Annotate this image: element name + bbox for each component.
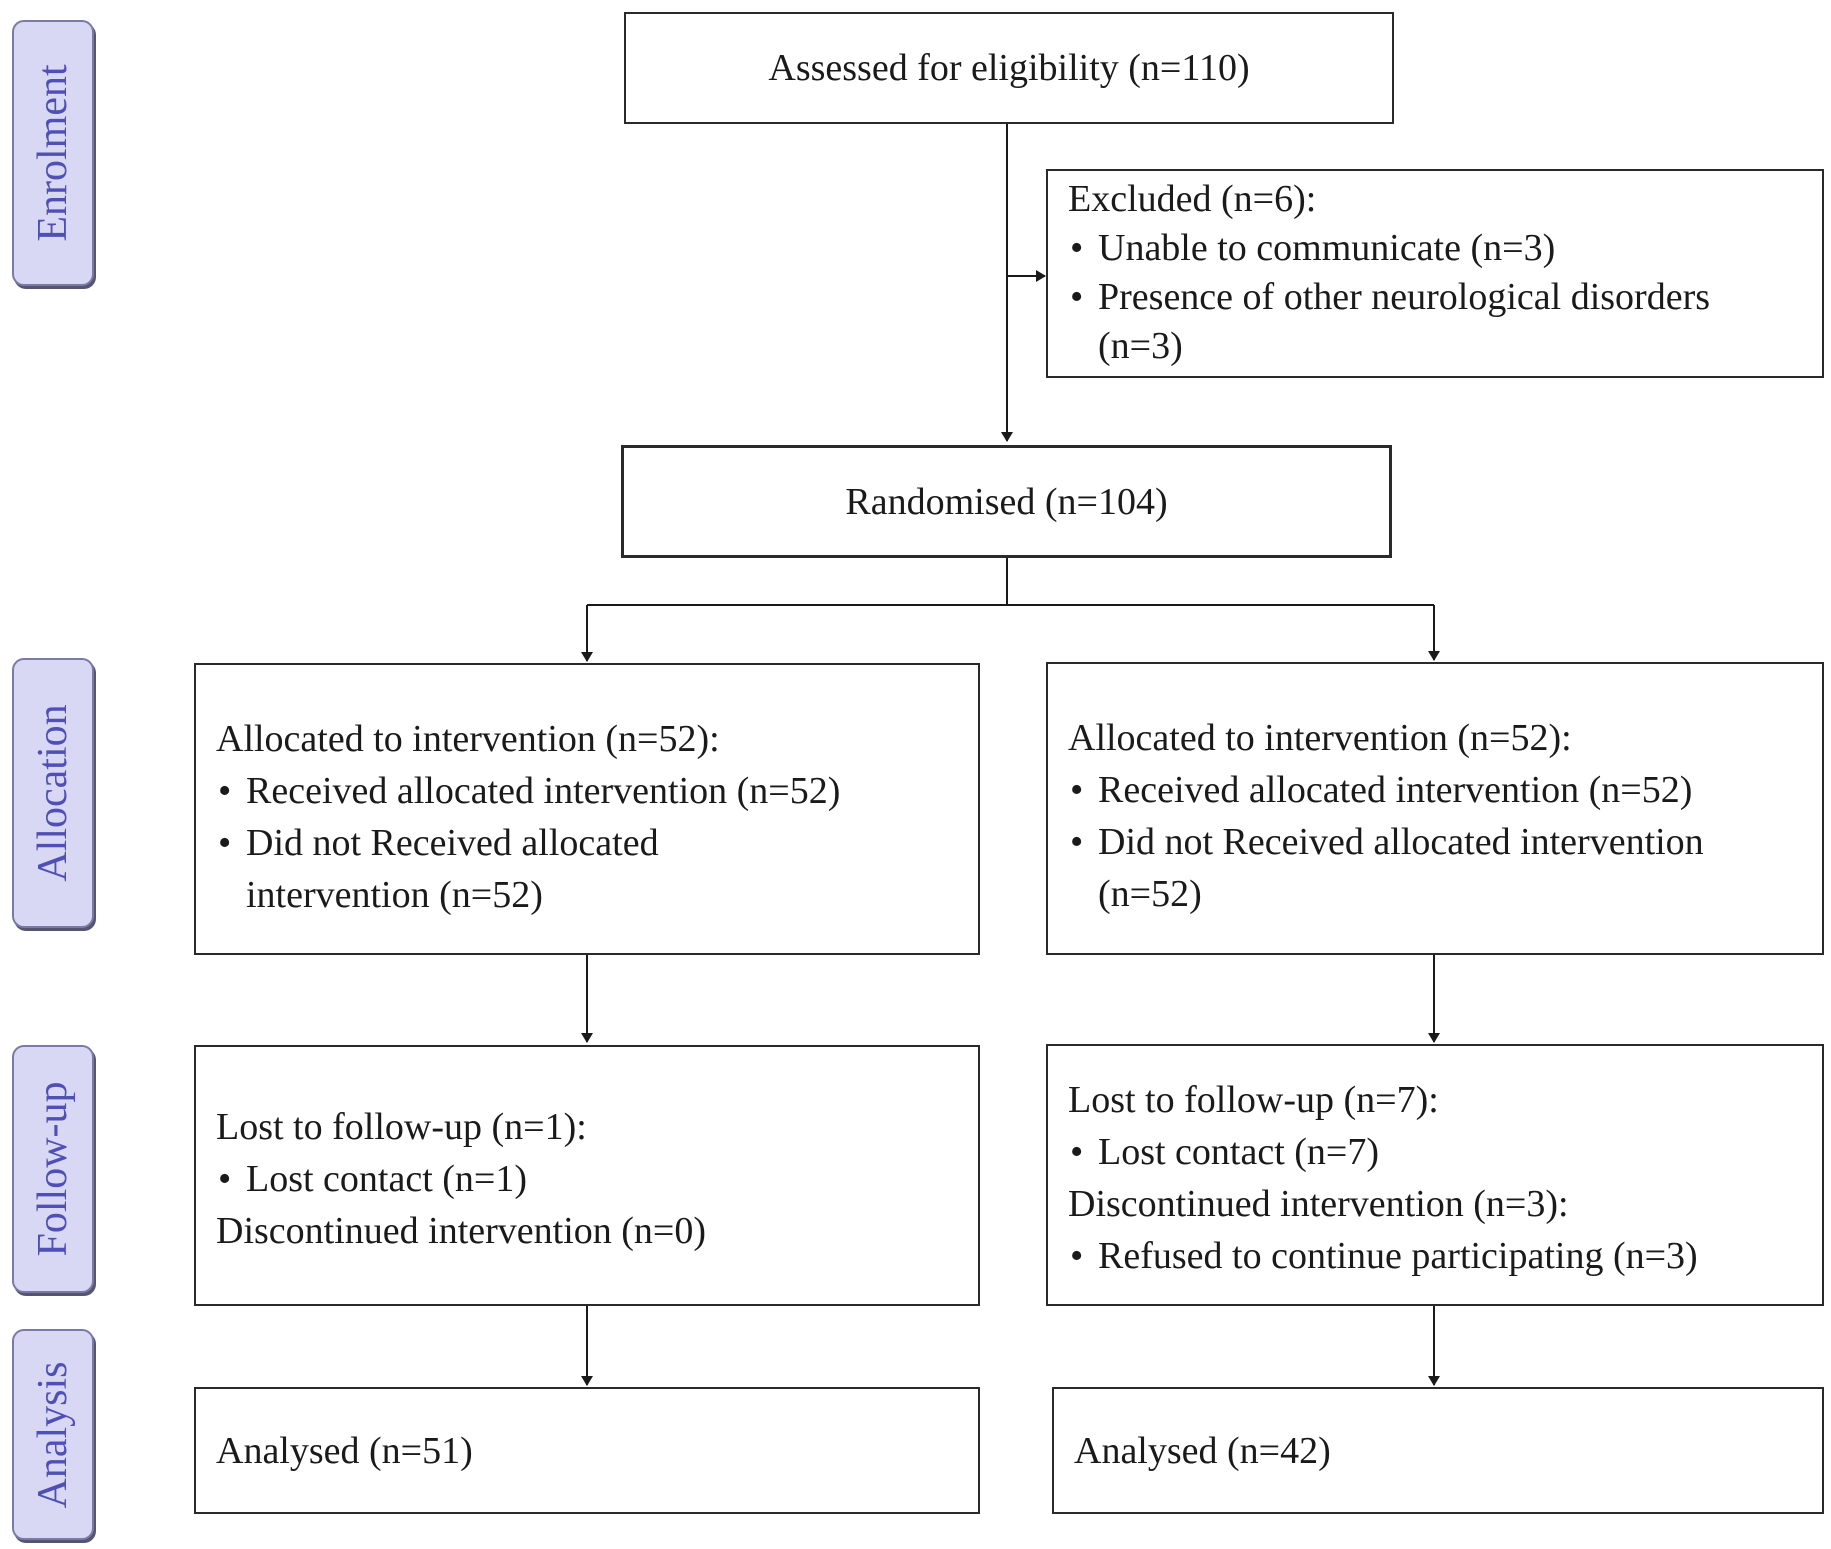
stage-tab-enrolment: Enrolment (12, 20, 94, 286)
analysis-left-box: Analysed (n=51) (194, 1387, 980, 1514)
analysis-left-text: Analysed (n=51) (216, 1429, 473, 1472)
follow-up-left-lost-heading: Lost to follow-up (n=1): (216, 1106, 587, 1148)
allocation-right-heading: Allocated to intervention (n=52): (1068, 717, 1572, 759)
follow-up-left-lost-item: Lost contact (n=1) (216, 1153, 958, 1205)
follow-up-right-discontinued-heading: Discontinued intervention (n=3): (1068, 1183, 1569, 1225)
allocation-left-heading: Allocated to intervention (n=52): (216, 718, 720, 760)
allocation-left-item: Received allocated intervention (n=52) (216, 765, 958, 817)
follow-up-right-discontinued-item: Refused to continue participating (n=3) (1068, 1230, 1802, 1282)
excluded-item: Unable to communicate (n=3) (1068, 224, 1802, 273)
stage-tab-allocation: Allocation (12, 658, 94, 928)
follow-up-left-box: Lost to follow-up (n=1): Lost contact (n… (194, 1045, 980, 1306)
allocation-right-item: Received allocated intervention (n=52) (1068, 764, 1802, 816)
excluded-box: Excluded (n=6): Unable to communicate (n… (1046, 169, 1824, 378)
allocation-right-item: Did not Received allocated intervention … (1068, 816, 1802, 920)
excluded-item: Presence of other neurological disorders… (1068, 273, 1802, 371)
analysis-right-text: Analysed (n=42) (1074, 1429, 1331, 1472)
stage-tab-analysis: Analysis (12, 1329, 94, 1540)
assessed-box: Assessed for eligibility (n=110) (624, 12, 1394, 124)
stage-tab-follow-up: Follow-up (12, 1045, 94, 1293)
randomised-box: Randomised (n=104) (621, 445, 1392, 558)
analysis-right-box: Analysed (n=42) (1052, 1387, 1824, 1514)
allocation-right-box: Allocated to intervention (n=52): Receiv… (1046, 662, 1824, 955)
excluded-heading: Excluded (n=6): (1068, 178, 1317, 220)
follow-up-right-box: Lost to follow-up (n=7): Lost contact (n… (1046, 1044, 1824, 1306)
randomised-text: Randomised (n=104) (845, 480, 1168, 523)
follow-up-left-discontinued-heading: Discontinued intervention (n=0) (216, 1210, 706, 1252)
allocation-left-item: Did not Received allocated intervention … (216, 817, 958, 921)
follow-up-right-lost-item: Lost contact (n=7) (1068, 1126, 1802, 1178)
allocation-left-box: Allocated to intervention (n=52): Receiv… (194, 663, 980, 955)
follow-up-right-lost-heading: Lost to follow-up (n=7): (1068, 1079, 1439, 1121)
assessed-text: Assessed for eligibility (n=110) (768, 47, 1250, 89)
